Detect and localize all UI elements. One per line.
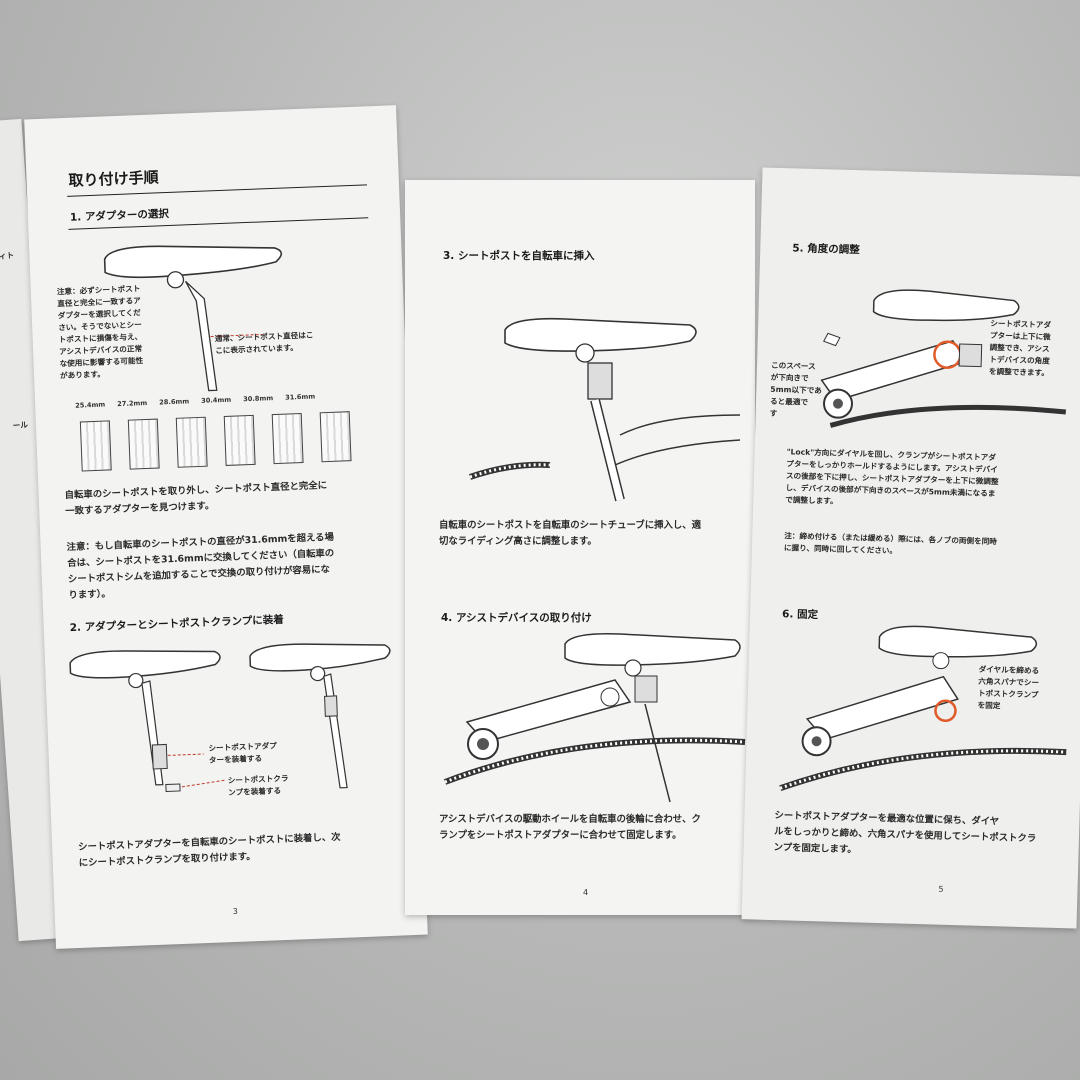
edge-fragment: ィト: [0, 250, 15, 261]
adapter-adjust-callout: シートポストアダプターは上下に微 調整でき、アシストデバイスの角度 を調整できま…: [988, 318, 1052, 378]
adapter-31-6: [319, 411, 352, 463]
adapter-28-6: [175, 416, 208, 468]
page-number: 4: [583, 888, 589, 897]
adapter-label: シートポストアダプターを装着する: [208, 741, 277, 765]
step2-paragraph: シートポストアダプターを自転車のシートポストに装着し、次にシートポストクランプを…: [77, 831, 341, 869]
clamp-label: シートポストクランプを装着する: [227, 773, 289, 798]
device-mount-illustration: [443, 632, 746, 803]
adapter-27-2: [127, 418, 160, 470]
step6-paragraph: シートポストアダプターを最適な位置に保ち、ダイヤルをしっかりと締め、六角スパナを…: [773, 810, 1037, 856]
adapter-install-illustration: [69, 643, 391, 793]
step4-paragraph: アシストデバイスの駆動ホイールを自転車の後輪に合わせ、クランプをシートポストアダ…: [439, 814, 701, 841]
diameter-callout: 通常、シートポスト直径はここに表示されています。: [214, 330, 314, 356]
diameter-note: 注意：もし自転車のシートポストの直径が31.6mmを超える場合は、シートポストを…: [66, 531, 335, 602]
adapter-warning: 注意：必ずシートポスト直径と完全に一致するア ダプターを選択してください。そうで…: [56, 284, 144, 381]
seatpost-insert-illustration: [469, 317, 741, 502]
step3-title: 3. シートポストを自転車に挿入: [443, 250, 595, 262]
step5-paragraph: "Lock"方向にダイヤルを回し、クランプがシートポストアダプターをしっかりホー…: [785, 447, 999, 506]
edge-fragment: ール: [12, 420, 29, 431]
step5-note: 注：締め付ける（または緩める）際には、各ノブの両側を同時に握り、同時に回してくだ…: [783, 531, 997, 556]
page-number: 3: [232, 906, 239, 917]
step3-paragraph: 自転車のシートポストを自転車のシートチューブに挿入し、適切なライディング高さに調…: [439, 520, 701, 547]
page-4: 3. シートポストを自転車に挿入 自転車のシートポストを自転車のシートチューブに…: [405, 180, 755, 915]
space-callout: このスペースが下向きで 5mm以下であると最適で す: [769, 360, 822, 418]
step1-title: 1. アダプターの選択: [69, 207, 170, 224]
adapter-30-8: [271, 413, 304, 465]
page-3: 取り付け手順 1. アダプターの選択 通常、シートポスト直径はここに表示されてい…: [24, 105, 428, 949]
adapter-25-4: [79, 420, 112, 472]
angle-adjust-illustration: [820, 289, 1067, 428]
page-5: 5. 角度の調整 シートポストアダプターは上下に微 調整でき、アシストデバイスの…: [741, 167, 1080, 929]
step5-title: 5. 角度の調整: [792, 242, 860, 257]
dial-callout: ダイヤルを締める六角スパナでシー トポストクランプを固定: [977, 664, 1040, 711]
step2-title: 2. アダプターとシートポストクランプに装着: [69, 613, 284, 635]
step1-paragraph: 自転車のシートポストを取り外し、シートポスト直径と完全に一致するアダプターを見つ…: [64, 480, 328, 518]
seat-illustration: [103, 245, 283, 392]
page-title: 取り付け手順: [68, 168, 159, 190]
page-number: 5: [938, 884, 944, 894]
fixing-illustration: [779, 625, 1067, 792]
adapter-30-4: [223, 414, 256, 466]
step4-title: 4. アシストデバイスの取り付け: [441, 612, 592, 624]
